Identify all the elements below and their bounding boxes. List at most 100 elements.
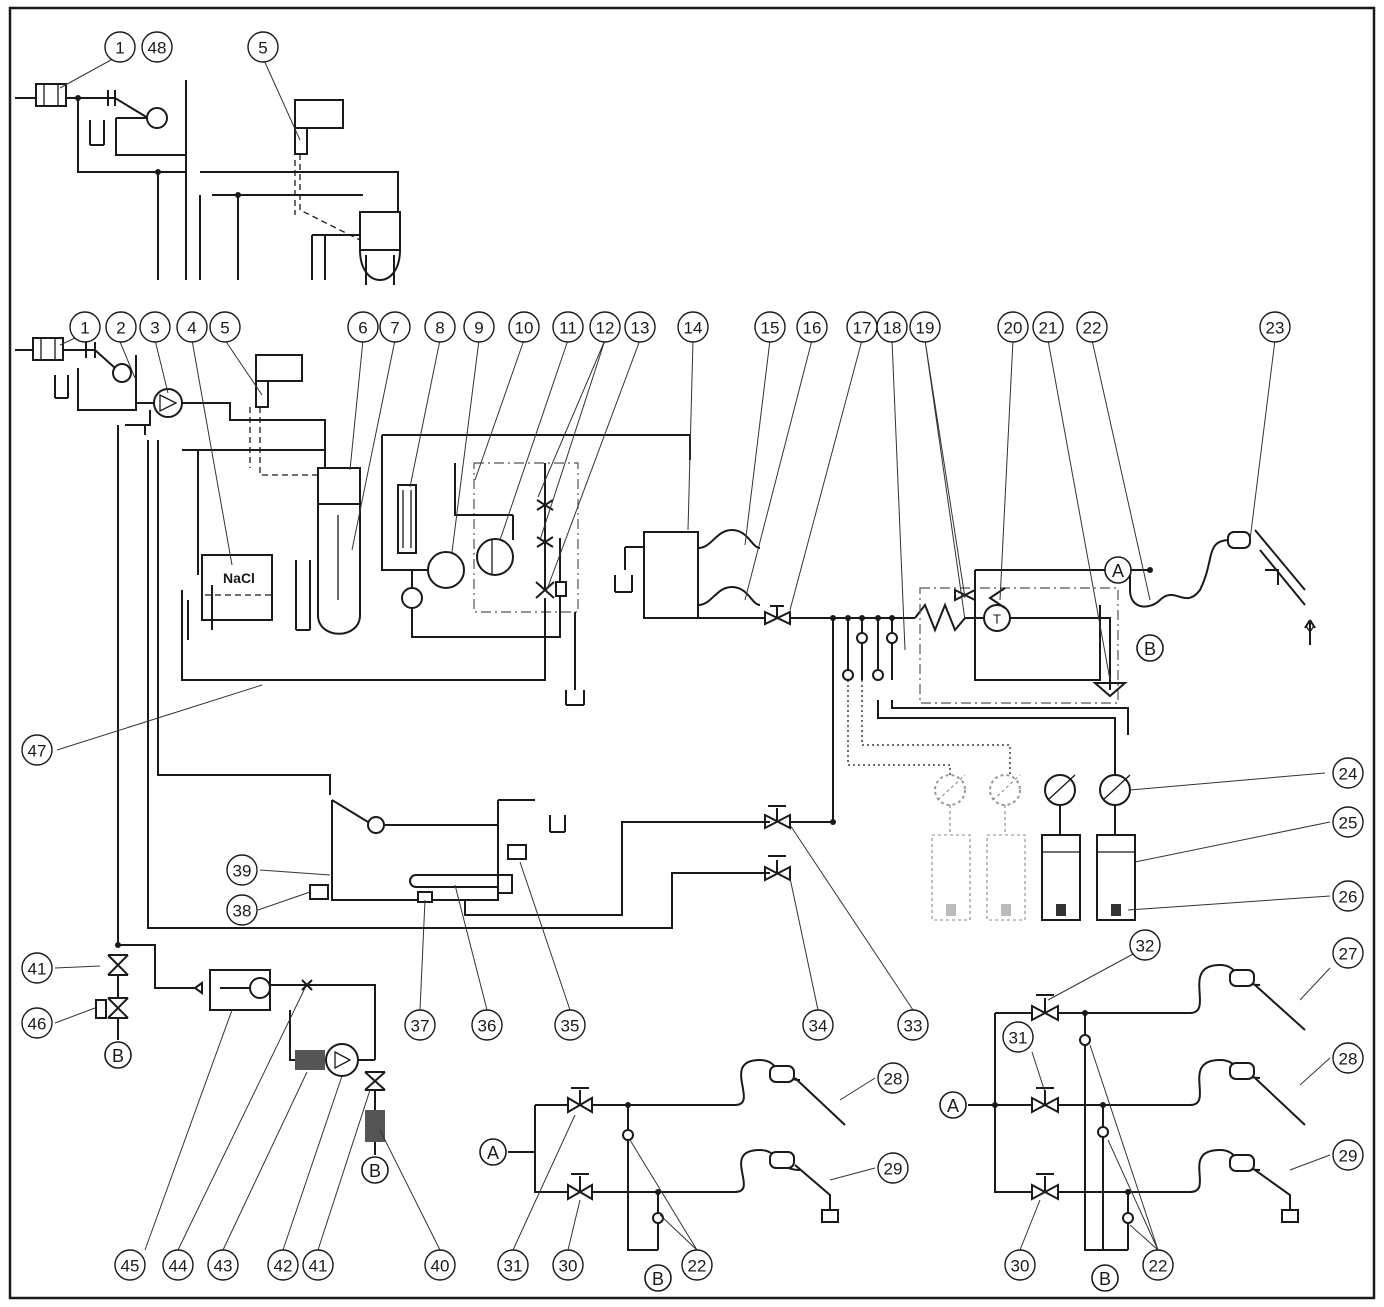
callout-c12: 12 [589, 311, 621, 343]
connector-B_right: B [1091, 1264, 1119, 1292]
pressure-valves [842, 618, 1129, 777]
callout-number: 16 [803, 319, 822, 338]
callout-number: 10 [515, 319, 534, 338]
callout-number: 27 [1339, 945, 1358, 964]
callout-c17: 17 [846, 311, 878, 343]
connector-B_left: B [104, 1041, 132, 1069]
callout-number: 26 [1339, 888, 1358, 907]
callout-number: 30 [1011, 1257, 1030, 1276]
callout-c25: 25 [1332, 806, 1364, 838]
callout-number: 5 [258, 39, 267, 58]
callout-c13: 13 [624, 311, 656, 343]
callout-c22: 22 [1076, 311, 1108, 343]
callout-c14: 14 [677, 311, 709, 343]
callout-number: 48 [148, 39, 167, 58]
callout-number: 31 [1009, 1029, 1028, 1048]
callout-c24: 24 [1332, 757, 1364, 789]
callout-c43: 43 [207, 1249, 239, 1281]
connector-letter: B [369, 1161, 381, 1181]
callout-c26: 26 [1332, 880, 1364, 912]
callout-c45: 45 [114, 1249, 146, 1281]
callout-r27: 27 [1332, 937, 1364, 969]
callout-c3: 3 [139, 311, 171, 343]
callout-number: 18 [883, 319, 902, 338]
callout-c16: 16 [796, 311, 828, 343]
callout-m30: 30 [552, 1249, 584, 1281]
callout-c8: 8 [424, 311, 456, 343]
callout-number: 6 [358, 319, 367, 338]
callout-c39: 39 [226, 854, 258, 886]
callout-c41a: 41 [21, 952, 53, 984]
callout-c20: 20 [997, 311, 1029, 343]
callout-number: 3 [150, 319, 159, 338]
callout-c44: 44 [162, 1249, 194, 1281]
callout-number: 22 [688, 1257, 707, 1276]
connector-A_right: A [939, 1091, 967, 1119]
callout-number: 14 [684, 319, 703, 338]
connector-letter: B [112, 1046, 124, 1066]
callout-number: 4 [187, 319, 196, 338]
connector-B_main: B [1136, 634, 1164, 662]
connector-letter: B [652, 1269, 664, 1289]
callout-number: 41 [28, 960, 47, 979]
outer-border [8, 6, 1376, 1300]
callout-c38: 38 [226, 894, 258, 926]
callout-number: 34 [809, 1017, 828, 1036]
connector-layer: A B B B A B A B [104, 556, 1164, 1292]
callout-number: 37 [411, 1017, 430, 1036]
boiler-pump-group [182, 434, 915, 706]
connector-letter: B [1144, 639, 1156, 659]
callout-m28: 28 [877, 1062, 909, 1094]
callout-number: 9 [474, 319, 483, 338]
callout-number: 17 [853, 319, 872, 338]
callout-c18: 18 [876, 311, 908, 343]
callout-c37: 37 [404, 1009, 436, 1041]
spray-gun-23 [1129, 529, 1316, 645]
callout-number: 46 [28, 1015, 47, 1034]
callout-c33: 33 [897, 1009, 929, 1041]
callout-number: 43 [214, 1257, 233, 1276]
callout-number: 21 [1039, 319, 1058, 338]
callout-number: 28 [884, 1070, 903, 1089]
callout-m29: 29 [877, 1152, 909, 1184]
gun-group-right [968, 963, 1306, 1251]
callout-c41b: 41 [302, 1249, 334, 1281]
thermo-block [914, 567, 1153, 704]
callout-number: 47 [28, 742, 47, 761]
connector-letter: A [947, 1096, 959, 1116]
callout-c34: 34 [802, 1009, 834, 1041]
callout-top_48: 48 [141, 31, 173, 63]
callout-m31: 31 [497, 1249, 529, 1281]
leader-lines [54, 54, 1331, 1251]
thermostat-label: T [993, 612, 1001, 627]
callout-number: 29 [1339, 1147, 1358, 1166]
callout-c35: 35 [554, 1009, 586, 1041]
callout-top_5: 5 [247, 31, 279, 63]
callout-number: 28 [1339, 1050, 1358, 1069]
connector-letter: A [487, 1143, 499, 1163]
callout-number: 2 [116, 319, 125, 338]
callout-c40: 40 [424, 1249, 456, 1281]
callout-number: 8 [435, 319, 444, 338]
callout-c47: 47 [21, 734, 53, 766]
connector-A_main: A [1104, 556, 1132, 584]
callout-number: 22 [1083, 319, 1102, 338]
callout-number: 39 [233, 862, 252, 881]
callout-number: 30 [559, 1257, 578, 1276]
callout-number: 36 [478, 1017, 497, 1036]
feed-branch [95, 942, 386, 1155]
callout-c11: 11 [552, 311, 584, 343]
callout-number: 33 [904, 1017, 923, 1036]
callout-r32: 32 [1129, 929, 1161, 961]
callout-number: 1 [80, 319, 89, 338]
callout-number: 41 [309, 1257, 328, 1276]
callout-c2: 2 [105, 311, 137, 343]
callout-number: 13 [631, 319, 650, 338]
callout-number: 1 [115, 39, 124, 58]
callout-c46: 46 [21, 1007, 53, 1039]
callout-number: 20 [1004, 319, 1023, 338]
callout-number: 22 [1149, 1257, 1168, 1276]
callout-r28: 28 [1332, 1042, 1364, 1074]
callout-number: 23 [1266, 319, 1285, 338]
callout-number: 44 [169, 1257, 188, 1276]
